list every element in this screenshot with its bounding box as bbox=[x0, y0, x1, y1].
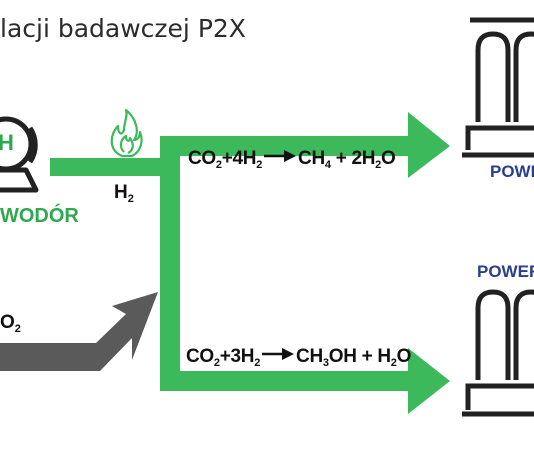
reaction-arrow-icon bbox=[264, 150, 297, 162]
methane-arrow bbox=[160, 112, 450, 178]
reaction-arrow-icon bbox=[262, 348, 295, 360]
h2-label: H2 bbox=[114, 182, 134, 205]
power-plant-icon-top bbox=[462, 17, 534, 158]
distribution-trunk bbox=[160, 136, 180, 376]
co2-arrow bbox=[0, 292, 158, 371]
hydrogen-symbol: H bbox=[0, 130, 14, 155]
page-title: lacji badawczej P2X bbox=[0, 14, 246, 43]
hydrogen-label: WODÓR bbox=[0, 205, 79, 227]
hydrogen-feed-line bbox=[50, 158, 170, 176]
hydrogen-globe-icon bbox=[0, 116, 39, 193]
flame-icon bbox=[110, 108, 143, 158]
power-plant-label-top: POWE bbox=[490, 162, 534, 181]
power-plant-label-bottom: POWER bbox=[477, 262, 534, 281]
power-plant-icon-bottom bbox=[462, 289, 534, 417]
methanol-arrow bbox=[160, 348, 450, 414]
co2-label: O2 bbox=[0, 312, 21, 335]
